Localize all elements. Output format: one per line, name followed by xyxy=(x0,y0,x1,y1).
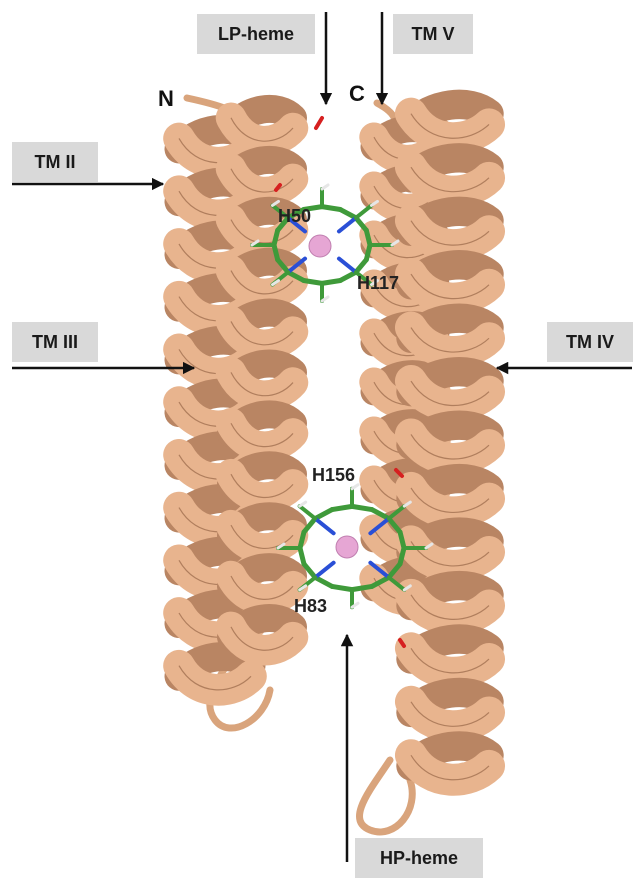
oxygen-atom-bond xyxy=(316,118,322,128)
hp-heme-label: HP-heme xyxy=(355,838,483,878)
residue-h83-label: H83 xyxy=(294,596,327,616)
heme-bond xyxy=(300,502,306,506)
tm-v-label: TM V xyxy=(393,14,473,54)
heme-bond xyxy=(332,506,352,509)
tm-iv-label: TM IV xyxy=(547,322,633,362)
tm-iii-label: TM III xyxy=(12,322,98,362)
heme-bond xyxy=(332,586,352,589)
heme-bond xyxy=(315,563,333,578)
heme-bond xyxy=(352,586,372,589)
heme-bond xyxy=(304,280,322,283)
heme-bond xyxy=(352,506,372,509)
residue-h50-label: H50 xyxy=(278,206,311,226)
heme-bond xyxy=(356,205,372,217)
heme-bond xyxy=(315,577,332,586)
heme-bond xyxy=(366,230,370,245)
c-terminus-label: C xyxy=(349,82,365,106)
residue-h156-label: H156 xyxy=(312,465,355,485)
heme-bond xyxy=(340,210,356,218)
hp-heme-iron xyxy=(336,536,358,558)
lp-heme-iron xyxy=(309,235,331,257)
heme-bond xyxy=(322,280,340,283)
heme-bond xyxy=(339,218,356,232)
heme-bond xyxy=(322,185,328,189)
heme-bond xyxy=(315,510,332,519)
heme-bond xyxy=(352,485,358,489)
heme-bond xyxy=(340,272,356,280)
heme-bond xyxy=(339,259,356,273)
residue-h117-label: H117 xyxy=(357,273,399,293)
pointer-arrows xyxy=(12,12,632,862)
heme-bond xyxy=(322,207,340,210)
helix-tm-ii xyxy=(231,109,293,650)
lp-heme-label: LP-heme xyxy=(197,14,315,54)
n-terminus-label: N xyxy=(158,87,174,111)
heme-bond xyxy=(315,519,333,534)
tm-ii-label: TM II xyxy=(12,142,98,182)
